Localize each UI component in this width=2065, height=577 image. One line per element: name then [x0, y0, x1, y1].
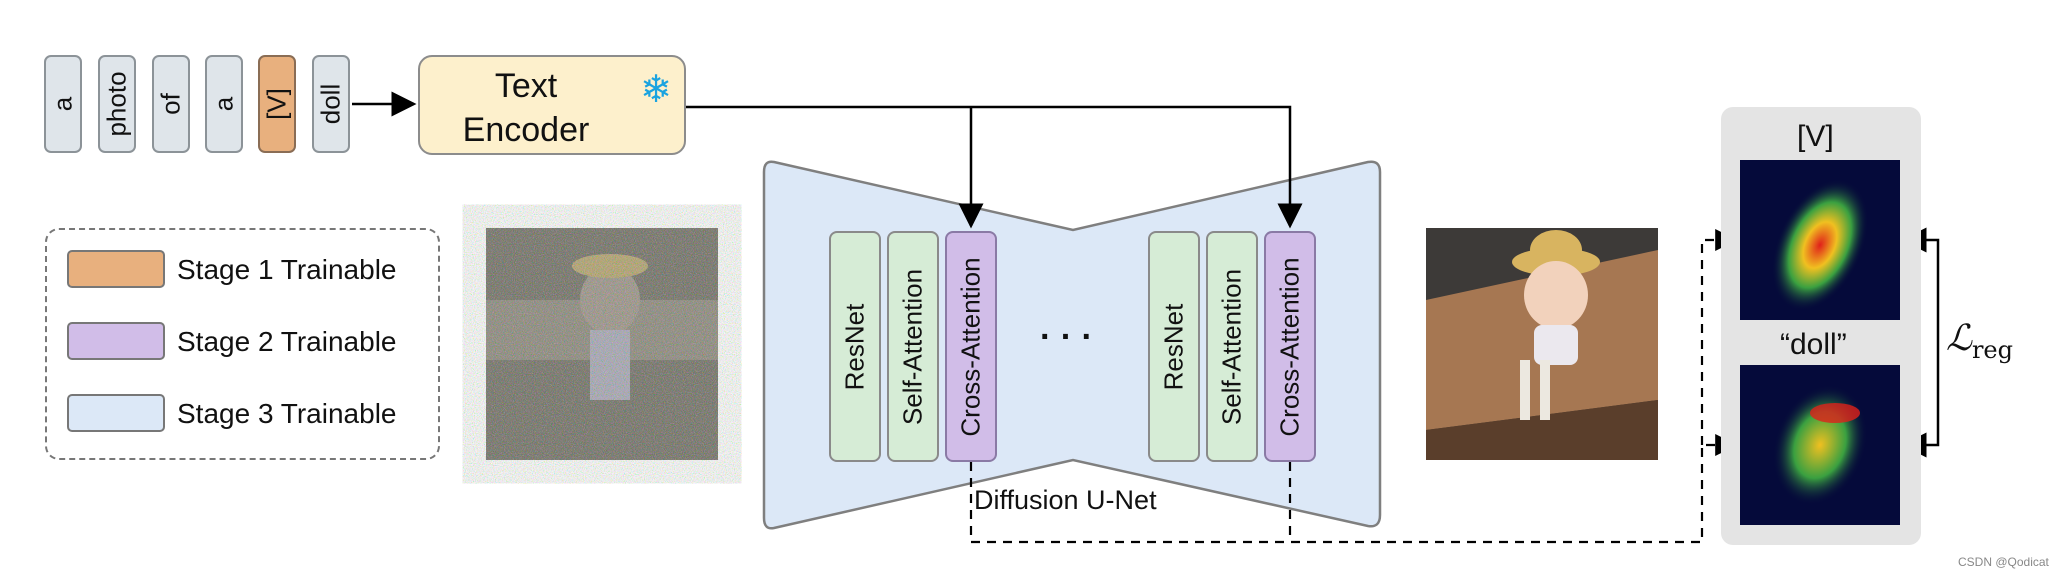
map-label-doll: “doll” — [1780, 328, 1847, 361]
legend-swatch — [67, 250, 165, 288]
token-placeholder: [V] — [258, 55, 296, 153]
ellipsis: · · · — [1040, 318, 1093, 356]
token: doll — [312, 55, 350, 153]
cross-attention-block: Cross-Attention — [1264, 231, 1316, 462]
unet-label: Diffusion U-Net — [974, 485, 1157, 515]
legend-swatch — [67, 322, 165, 360]
token: photo — [98, 55, 136, 153]
heatmap-image — [1771, 179, 1869, 311]
attention-map-doll — [1740, 365, 1900, 525]
legend-label: Stage 2 Trainable — [177, 326, 397, 357]
legend: Stage 1 Trainable Stage 2 Trainable Stag… — [45, 228, 440, 460]
cross-attention-block: Cross-Attention — [945, 231, 997, 462]
token: of — [152, 55, 190, 153]
legend-label: Stage 3 Trainable — [177, 398, 397, 429]
token: a — [44, 55, 82, 153]
self-attention-block: Self-Attention — [1206, 231, 1258, 462]
watermark: CSDN @Qodicat — [1958, 555, 2049, 569]
encoder-label: Encoder — [462, 111, 590, 149]
text-encoder: Text Encoder ❄ — [418, 55, 686, 155]
noisy-image — [486, 228, 718, 460]
resnet-block: ResNet — [829, 231, 881, 462]
map-label-placeholder: [V] — [1797, 120, 1834, 153]
token: a — [205, 55, 243, 153]
resnet-block: ResNet — [1148, 231, 1200, 462]
reg-loss-label: ℒreg — [1946, 318, 2013, 365]
heatmap-image — [1772, 384, 1868, 506]
self-attention-block: Self-Attention — [887, 231, 939, 462]
legend-swatch — [67, 394, 165, 432]
clean-image — [1426, 228, 1658, 460]
legend-label: Stage 1 Trainable — [177, 254, 397, 285]
encoder-label: Text — [494, 67, 558, 105]
snowflake-icon: ❄ — [640, 69, 672, 111]
attention-map-placeholder — [1740, 160, 1900, 320]
